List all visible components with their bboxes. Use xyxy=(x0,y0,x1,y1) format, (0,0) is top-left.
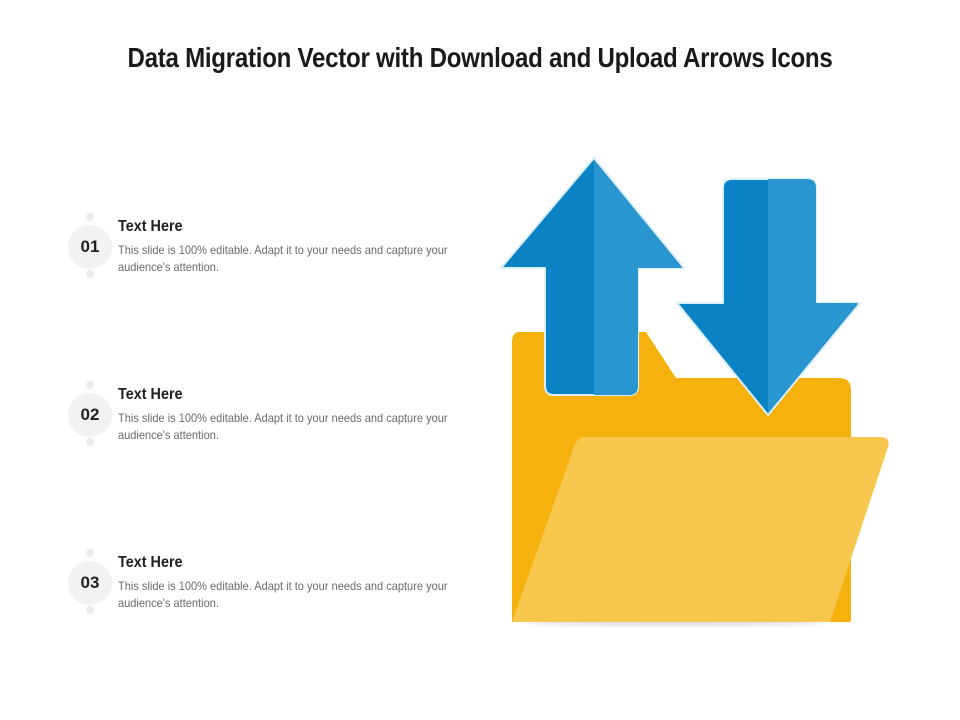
marker-dot-bottom xyxy=(86,270,94,278)
item-heading: Text Here xyxy=(118,386,183,403)
item-heading: Text Here xyxy=(118,218,183,235)
marker-dot-top xyxy=(86,381,94,389)
download-arrow-icon xyxy=(676,178,861,416)
marker-dot-top xyxy=(86,549,94,557)
item-description: This slide is 100% editable. Adapt it to… xyxy=(118,579,448,610)
list-item-3: 03 Text Here This slide is 100% editable… xyxy=(62,548,482,628)
item-description: This slide is 100% editable. Adapt it to… xyxy=(118,243,448,274)
number-badge: 01 xyxy=(68,225,112,269)
item-heading: Text Here xyxy=(118,554,183,571)
item-description: This slide is 100% editable. Adapt it to… xyxy=(118,411,448,442)
number-badge: 02 xyxy=(68,393,112,437)
upload-arrow-icon xyxy=(500,157,685,396)
number-marker: 03 xyxy=(62,548,122,618)
marker-dot-bottom xyxy=(86,438,94,446)
list-item-2: 02 Text Here This slide is 100% editable… xyxy=(62,380,482,460)
page-title: Data Migration Vector with Download and … xyxy=(127,42,833,73)
number-marker: 01 xyxy=(62,212,122,282)
data-migration-illustration xyxy=(500,157,889,625)
marker-dot-top xyxy=(86,213,94,221)
marker-dot-bottom xyxy=(86,606,94,614)
folder-front xyxy=(512,437,889,622)
number-badge: 03 xyxy=(68,561,112,605)
list-item-1: 01 Text Here This slide is 100% editable… xyxy=(62,212,482,292)
number-marker: 02 xyxy=(62,380,122,450)
